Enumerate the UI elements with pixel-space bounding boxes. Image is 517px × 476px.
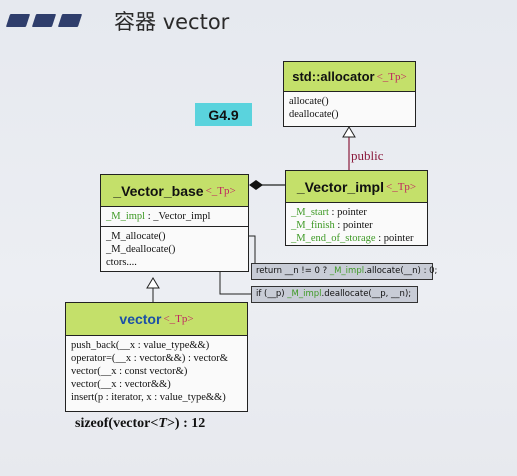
field-type: : pointer — [331, 207, 367, 218]
page-title: 容器 vector — [114, 6, 229, 36]
method-item: allocate() — [289, 96, 329, 107]
composition-diamond — [249, 180, 263, 190]
class-header: _Vector_impl<_Tp> — [286, 171, 427, 203]
field-name: _M_end_of_storage — [291, 233, 376, 244]
callout-highlight: _M_impl — [329, 266, 365, 276]
method-list: allocate() deallocate() — [284, 92, 415, 124]
method-item: vector(__x : const vector&) — [71, 366, 188, 377]
class-name: _Vector_base — [113, 182, 204, 199]
sizeof-note: sizeof(vector<T>) : 12 — [75, 416, 205, 432]
title-chinese: 容器 — [114, 10, 156, 34]
field-type: : pointer — [378, 233, 414, 244]
class-name: std::allocator — [292, 69, 375, 84]
class-allocator: std::allocator<_Tp> allocate() deallocat… — [283, 61, 416, 127]
sizeof-type: T — [158, 416, 167, 431]
method-item: ctors.... — [106, 257, 137, 268]
class-vector-impl: _Vector_impl<_Tp> _M_start : pointer _M_… — [285, 170, 428, 246]
method-list: _M_allocate() _M_deallocate() ctors.... — [101, 227, 248, 272]
template-param: <_Tp> — [205, 184, 236, 197]
field-list: _M_start : pointer _M_finish : pointer _… — [286, 203, 427, 248]
field-type: : pointer — [337, 220, 373, 231]
class-name: vector — [119, 311, 162, 327]
method-item: operator=(__x : vector&&) : vector& — [71, 353, 228, 364]
field-name: _M_start — [291, 207, 329, 218]
field-item: _M_impl : _Vector_impl — [106, 210, 243, 223]
version-badge: G4.9 — [195, 103, 252, 126]
template-param: <_Tp> — [163, 313, 194, 325]
callout-text: if (__p) — [256, 289, 288, 299]
sizeof-text: >) : 12 — [166, 416, 206, 431]
field-name: _M_impl — [106, 211, 146, 222]
field-item: _M_start : pointer — [291, 206, 422, 219]
method-item: vector(__x : vector&&) — [71, 379, 171, 390]
class-name: _Vector_impl — [296, 178, 384, 195]
method-item: _M_deallocate() — [106, 244, 176, 255]
field-list: _M_impl : _Vector_impl — [101, 207, 248, 227]
sizeof-text: sizeof(vector< — [75, 416, 159, 431]
class-header: _Vector_base<_Tp> — [101, 175, 248, 207]
callout-text: .deallocate(__p, __n); — [321, 289, 412, 299]
inheritance-label: public — [351, 148, 384, 163]
inherit-arrow-base — [146, 277, 160, 289]
field-type: : _Vector_impl — [147, 211, 211, 222]
callout-text: return __n != 0 ? — [256, 266, 330, 276]
field-item: _M_finish : pointer — [291, 219, 422, 232]
method-item: deallocate() — [289, 109, 339, 120]
field-name: _M_finish — [291, 220, 335, 231]
method-item: _M_allocate() — [106, 231, 166, 242]
class-header: vector<_Tp> — [66, 303, 247, 336]
callout-deallocate: if (__p) _M_impl.deallocate(__p, __n); — [251, 286, 418, 303]
template-param: <_Tp> — [376, 70, 407, 83]
template-param: <_Tp> — [386, 180, 417, 193]
method-list: push_back(__x : value_type&&) operator=(… — [66, 336, 247, 407]
class-vector: vector<_Tp> push_back(__x : value_type&&… — [65, 302, 248, 412]
callout-highlight: _M_impl — [287, 289, 322, 299]
class-vector-base: _Vector_base<_Tp> _M_impl : _Vector_impl… — [100, 174, 249, 272]
callout-allocate: return __n != 0 ? _M_impl.allocate(__n) … — [251, 263, 437, 280]
class-header: std::allocator<_Tp> — [284, 62, 415, 92]
callout-text: .allocate(__n) : 0; — [364, 266, 438, 276]
method-item: insert(p : iterator, x : value_type&&) — [71, 392, 226, 403]
title-code: vector — [162, 10, 230, 34]
method-item: push_back(__x : value_type&&) — [71, 340, 210, 351]
inherit-arrow-allocator — [342, 126, 356, 138]
field-item: _M_end_of_storage : pointer — [291, 232, 422, 245]
